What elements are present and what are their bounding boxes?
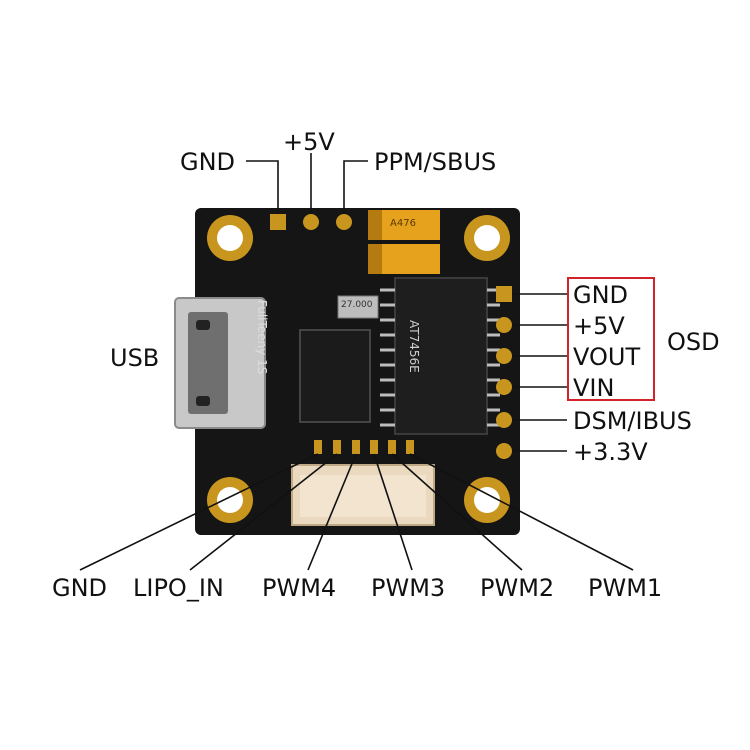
top-pads xyxy=(270,214,352,230)
usb-connector xyxy=(174,297,266,429)
osd-chip xyxy=(380,277,500,435)
crystal xyxy=(337,295,379,319)
mcu-chip xyxy=(299,329,371,423)
label-right-vin: VIN xyxy=(573,374,615,402)
connector-housing xyxy=(291,464,435,526)
osd-chip-text: AT7456E xyxy=(407,320,421,373)
tantalum-capacitors xyxy=(368,210,440,274)
cap-text: A476 xyxy=(390,218,416,229)
leader-lines xyxy=(79,153,634,571)
label-right-3v3: +3.3V xyxy=(573,438,648,466)
label-top-ppm-sbus: PPM/SBUS xyxy=(374,148,497,176)
label-top-gnd: GND xyxy=(180,148,236,176)
crystal-text: 27.000 xyxy=(341,300,373,310)
mounting-holes xyxy=(207,215,510,523)
label-bottom-gnd: GND xyxy=(52,574,108,602)
label-right-5v: +5V xyxy=(573,312,625,340)
right-pads xyxy=(496,286,512,459)
osd-group-box xyxy=(567,277,655,401)
label-bottom-pwm3: PWM3 xyxy=(371,574,446,602)
label-bottom-lipo-in: LIPO_IN xyxy=(133,574,224,602)
label-right-dsm-ibus: DSM/IBUS xyxy=(573,407,692,435)
label-osd: OSD xyxy=(667,328,720,356)
label-top-5v: +5V xyxy=(283,128,335,156)
label-bottom-pwm2: PWM2 xyxy=(480,574,555,602)
label-bottom-pwm1: PWM1 xyxy=(588,574,663,602)
board-silkscreen: FullTeeny 1S xyxy=(255,300,269,375)
label-right-gnd: GND xyxy=(573,281,629,309)
bottom-pads xyxy=(314,440,414,454)
label-bottom-pwm4: PWM4 xyxy=(262,574,337,602)
label-usb: USB xyxy=(110,344,160,372)
label-right-vout: VOUT xyxy=(573,343,641,371)
